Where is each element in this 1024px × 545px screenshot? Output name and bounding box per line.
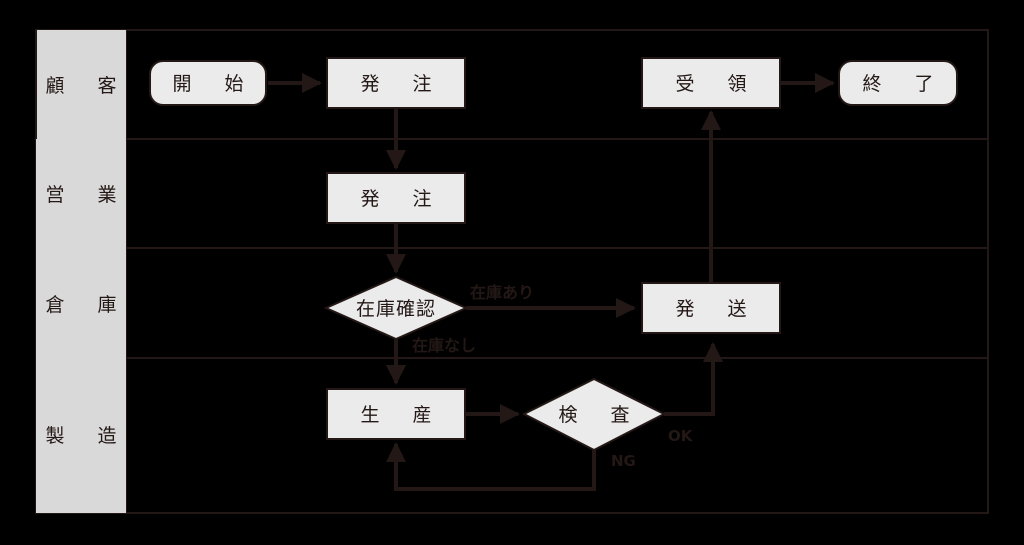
- node-receive-shape[interactable]: [641, 57, 781, 109]
- node-produce[interactable]: 生 産: [326, 388, 466, 440]
- node-start[interactable]: 開 始: [149, 60, 267, 106]
- lane-header-manufacturing: 製 造: [36, 358, 126, 513]
- node-inspect-shape[interactable]: [521, 377, 667, 452]
- lane-header-bg: [36, 248, 126, 358]
- node-produce-label: 生 産: [360, 404, 438, 426]
- edge-label-in-stock: 在庫あり: [470, 283, 534, 302]
- lane-label-customer: 顧 客: [45, 75, 123, 97]
- node-receive-label: 受 領: [675, 73, 753, 95]
- node-order-sales[interactable]: 発 注: [326, 172, 466, 224]
- edge-labels: 在庫あり 在庫なし OK NG: [412, 283, 694, 470]
- node-produce-shape[interactable]: [326, 388, 466, 440]
- lane-header-sales: 営 業: [36, 139, 126, 248]
- node-ship[interactable]: 発 送: [641, 282, 781, 334]
- node-start-shape[interactable]: [149, 60, 267, 106]
- lane-header-bg: [36, 30, 126, 139]
- lane-label-manufacturing: 製 造: [45, 425, 123, 447]
- node-order-sales-label: 発 注: [360, 188, 438, 210]
- edge-label-out-of-stock: 在庫なし: [412, 336, 476, 355]
- node-stock-check[interactable]: 在庫確認: [323, 275, 469, 341]
- node-stock-check-shape[interactable]: [323, 275, 469, 341]
- node-end[interactable]: 終 了: [838, 60, 958, 106]
- lane-label-warehouse: 倉 庫: [45, 294, 123, 316]
- connectors: [268, 73, 835, 491]
- node-ship-shape[interactable]: [641, 282, 781, 334]
- node-start-label: 開 始: [172, 73, 250, 95]
- edge-label-ok: OK: [668, 427, 694, 445]
- node-stock-check-label: 在庫確認: [356, 298, 436, 320]
- node-end-label: 終 了: [862, 73, 940, 95]
- lane-header-bg: [36, 139, 126, 248]
- node-receive[interactable]: 受 領: [641, 57, 781, 109]
- node-inspect-label: 検 査: [558, 404, 636, 426]
- lane-header-warehouse: 倉 庫: [36, 248, 126, 358]
- lane-header-bg: [36, 358, 126, 513]
- node-inspect[interactable]: 検 査: [521, 377, 667, 452]
- edge-label-ng: NG: [611, 452, 636, 470]
- node-ship-label: 発 送: [675, 298, 753, 320]
- node-order-customer[interactable]: 発 注: [326, 57, 466, 109]
- node-order-customer-label: 発 注: [360, 73, 438, 95]
- lane-label-sales: 営 業: [45, 184, 123, 206]
- edge-inspect-ok-to-ship: [664, 342, 723, 416]
- edge-inspect-ng-to-produce: [386, 442, 596, 491]
- lane-header-customer: 顧 客: [35, 30, 126, 139]
- node-order-sales-shape[interactable]: [326, 172, 466, 224]
- node-end-shape[interactable]: [838, 60, 958, 106]
- node-order-customer-shape[interactable]: [326, 57, 466, 109]
